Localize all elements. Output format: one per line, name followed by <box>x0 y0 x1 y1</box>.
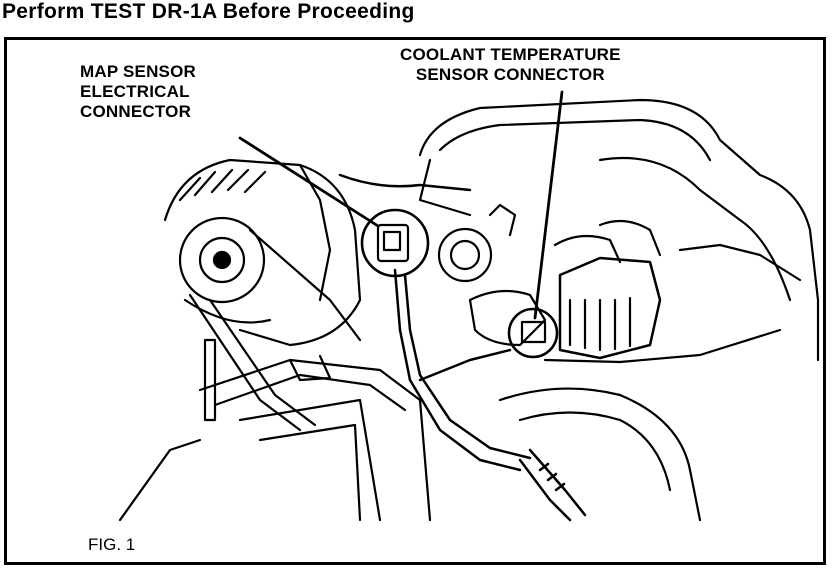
wiring-harness <box>338 173 587 522</box>
thermostat-housing <box>437 203 702 522</box>
map-sensor-connector <box>360 208 430 278</box>
drive-belt <box>188 228 362 432</box>
figure-frame <box>4 37 826 565</box>
engine-block <box>118 338 432 522</box>
intake-manifold <box>418 98 820 364</box>
map-sensor-label-line-2: ELECTRICAL <box>80 82 190 101</box>
alternator <box>163 158 362 347</box>
coolant-sensor-label-line-1: COOLANT TEMPERATURE <box>400 45 621 64</box>
map-sensor-label: MAP SENSOR ELECTRICAL CONNECTOR <box>80 62 196 122</box>
coolant-sensor-leader-line <box>533 90 564 320</box>
map-sensor-label-line-1: MAP SENSOR <box>80 62 196 81</box>
figure-caption: FIG. 1 <box>88 535 136 554</box>
page-title: Perform TEST DR-1A Before Proceeding <box>2 0 415 23</box>
coolant-sensor-connector <box>507 307 559 359</box>
coolant-sensor-label-line-2: SENSOR CONNECTOR <box>415 65 605 84</box>
map-sensor-leader-line <box>238 136 380 228</box>
coolant-sensor-label: COOLANT TEMPERATURE SENSOR CONNECTOR <box>400 45 621 85</box>
map-sensor-label-line-3: CONNECTOR <box>80 102 192 121</box>
